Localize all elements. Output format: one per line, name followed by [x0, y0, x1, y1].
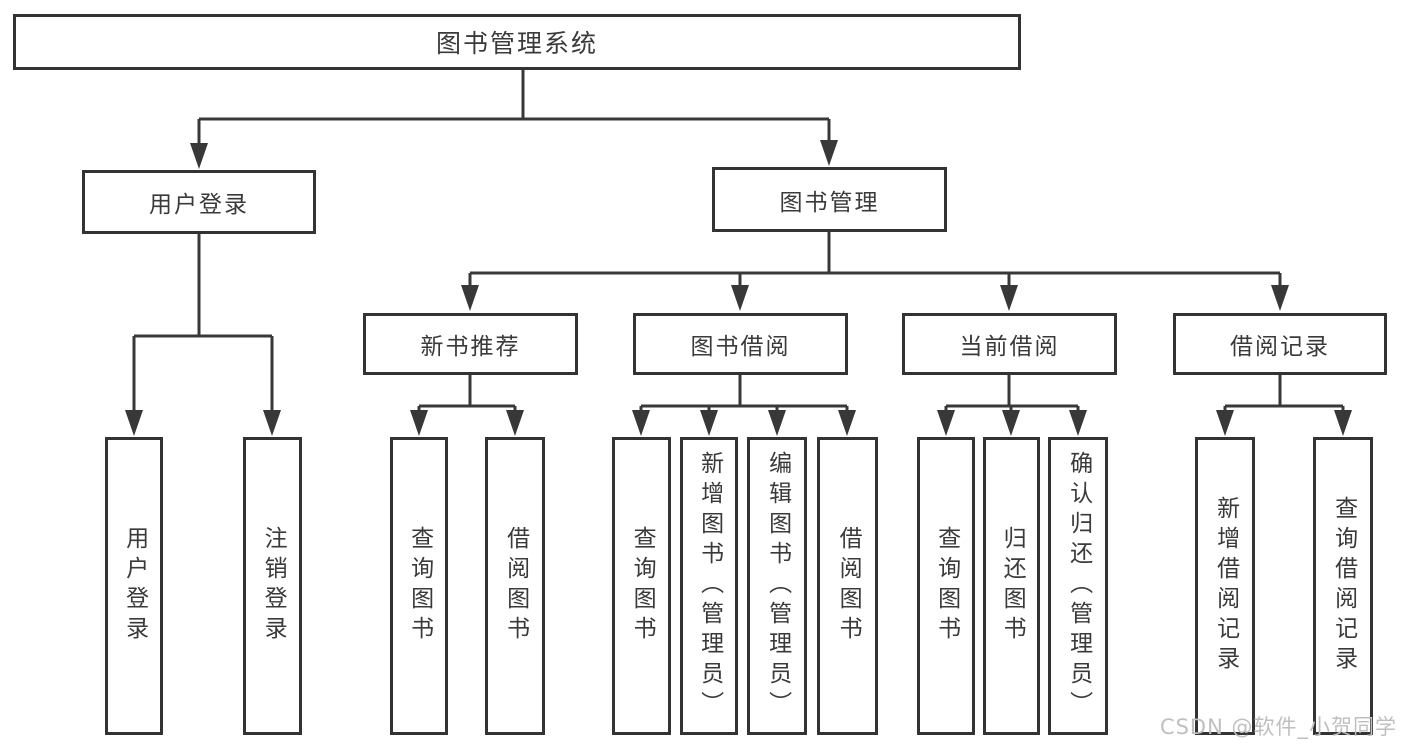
leaf-confirm-return-admin: 确认归还（管理员）: [1048, 437, 1108, 735]
node-book-borrow-label: 图书借阅: [690, 334, 791, 360]
node-user-login: 用户登录: [82, 170, 316, 234]
leaf-user-login-label: 用户登录: [121, 526, 148, 646]
leaf-confirm-return-admin-label: 确认归还（管理员）: [1065, 451, 1092, 721]
connector-user-login-branch: [132, 234, 274, 420]
node-book-management-label: 图书管理: [779, 189, 880, 216]
leaf-add-borrow-record-label: 新增借阅记录: [1212, 496, 1239, 676]
leaf-query-book-3-label: 查询图书: [933, 526, 960, 646]
leaf-add-borrow-record: 新增借阅记录: [1195, 437, 1255, 735]
leaf-return-book-label: 归还图书: [999, 526, 1026, 646]
node-root: 图书管理系统: [13, 14, 1021, 70]
node-borrow-record: 借阅记录: [1173, 313, 1387, 375]
leaf-borrow-book-2-label: 借阅图书: [835, 526, 862, 646]
connector-book-mgmt-to-level3: [468, 232, 1282, 293]
connector-new-book-branch: [417, 373, 517, 420]
leaf-user-login: 用户登录: [105, 437, 163, 735]
leaf-edit-book-admin-label: 编辑图书（管理员）: [764, 451, 791, 721]
node-current-borrow: 当前借阅: [902, 313, 1117, 375]
leaf-query-borrow-record: 查询借阅记录: [1313, 437, 1373, 735]
leaf-borrow-book-2: 借阅图书: [817, 437, 878, 735]
node-borrow-record-label: 借阅记录: [1230, 334, 1330, 360]
node-new-book-recommend-label: 新书推荐: [420, 334, 521, 360]
leaf-borrow-book-1-label: 借阅图书: [502, 526, 529, 646]
watermark: CSDN @软件_小贺同学: [1159, 715, 1397, 739]
connector-root-to-level2: [197, 70, 831, 150]
leaf-borrow-book-1: 借阅图书: [485, 437, 545, 735]
leaf-query-book-1-label: 查询图书: [406, 526, 433, 646]
leaf-logout-label: 注销登录: [260, 526, 287, 646]
leaf-query-borrow-record-label: 查询借阅记录: [1330, 496, 1357, 676]
node-book-management: 图书管理: [712, 167, 947, 232]
leaf-query-book-2-label: 查询图书: [629, 526, 656, 646]
leaf-add-book-admin: 新增图书（管理员）: [680, 437, 738, 735]
connector-borrow-record-branch: [1223, 375, 1345, 420]
leaf-edit-book-admin: 编辑图书（管理员）: [747, 437, 807, 735]
connector-current-borrow-branch: [944, 375, 1080, 420]
leaf-add-book-admin-label: 新增图书（管理员）: [696, 451, 723, 721]
leaf-logout: 注销登录: [243, 437, 302, 735]
leaf-query-book-2: 查询图书: [612, 437, 671, 735]
node-new-book-recommend: 新书推荐: [363, 313, 578, 375]
node-user-login-label: 用户登录: [149, 192, 249, 218]
leaf-query-book-3: 查询图书: [917, 437, 975, 735]
leaf-return-book: 归还图书: [983, 437, 1040, 735]
node-root-label: 图书管理系统: [435, 29, 598, 58]
connector-book-borrow-branch: [639, 373, 849, 420]
node-current-borrow-label: 当前借阅: [959, 334, 1060, 360]
node-book-borrow: 图书借阅: [633, 313, 848, 375]
leaf-query-book-1: 查询图书: [390, 437, 448, 735]
